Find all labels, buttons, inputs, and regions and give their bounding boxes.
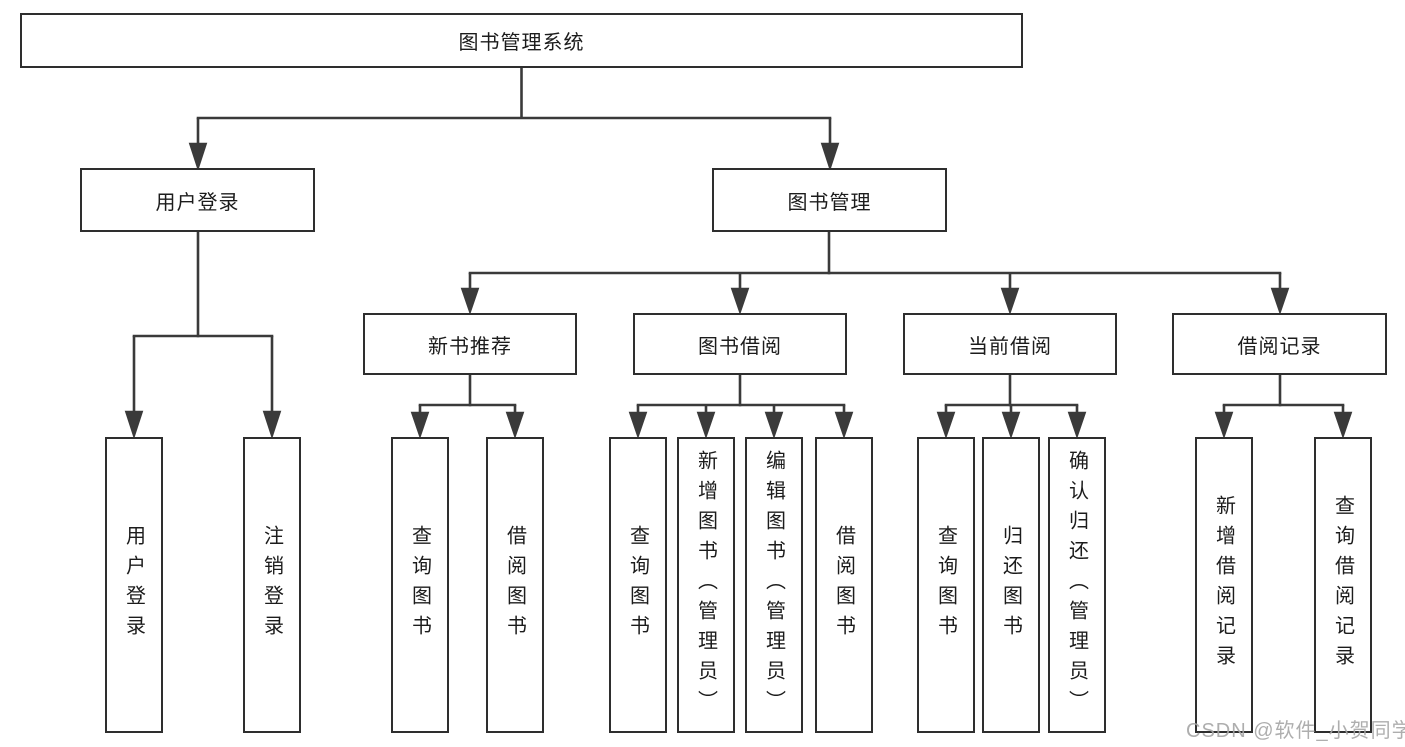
leaf-current-query-books: 查询图书 (917, 437, 975, 733)
leaf-records-query-record: 查询借阅记录 (1314, 437, 1372, 733)
leaf-recommend-query-books: 查询图书 (391, 437, 449, 733)
node-label: 编辑图书（管理员） (762, 450, 785, 720)
node-label: 图书借阅 (698, 335, 782, 358)
node-label: 新书推荐 (428, 335, 512, 358)
leaf-user-login: 用户登录 (105, 437, 163, 733)
node-label: 查询图书 (408, 525, 431, 645)
node-new-book-recommend: 新书推荐 (363, 313, 577, 375)
node-label: 新增借阅记录 (1212, 495, 1235, 675)
node-book-management: 图书管理 (712, 168, 947, 232)
leaf-borrow-borrow-books: 借阅图书 (815, 437, 873, 733)
leaf-recommend-borrow-books: 借阅图书 (486, 437, 544, 733)
node-library-system: 图书管理系统 (20, 13, 1023, 68)
node-label: 确认归还（管理员） (1065, 450, 1088, 720)
leaf-borrow-add-books-admin: 新增图书（管理员） (677, 437, 735, 733)
leaf-borrow-query-books: 查询图书 (609, 437, 667, 733)
node-label: 用户登录 (122, 525, 145, 645)
leaf-logout: 注销登录 (243, 437, 301, 733)
node-label: 查询图书 (626, 525, 649, 645)
node-label: 新增图书（管理员） (694, 450, 717, 720)
leaf-current-confirm-return-admin: 确认归还（管理员） (1048, 437, 1106, 733)
node-label: 借阅图书 (503, 525, 526, 645)
node-label: 图书管理系统 (458, 32, 585, 54)
node-label: 注销登录 (260, 525, 283, 645)
node-label: 用户登录 (155, 191, 240, 214)
csdn-watermark: CSDN @软件_小贺同学 (1186, 720, 1405, 742)
node-current-borrowing: 当前借阅 (903, 313, 1117, 375)
node-label: 当前借阅 (968, 335, 1052, 358)
leaf-borrow-edit-books-admin: 编辑图书（管理员） (745, 437, 803, 733)
node-book-borrowing: 图书借阅 (633, 313, 847, 375)
node-label: 查询借阅记录 (1331, 495, 1354, 675)
leaf-current-return-books: 归还图书 (982, 437, 1040, 733)
leaf-records-add-record: 新增借阅记录 (1195, 437, 1253, 733)
node-label: 归还图书 (999, 525, 1022, 645)
node-label: 借阅记录 (1237, 335, 1322, 358)
node-user-login: 用户登录 (80, 168, 315, 232)
node-label: 借阅图书 (832, 525, 855, 645)
node-label: 查询图书 (934, 525, 957, 645)
node-label: 图书管理 (787, 191, 872, 214)
node-borrowing-records: 借阅记录 (1172, 313, 1387, 375)
